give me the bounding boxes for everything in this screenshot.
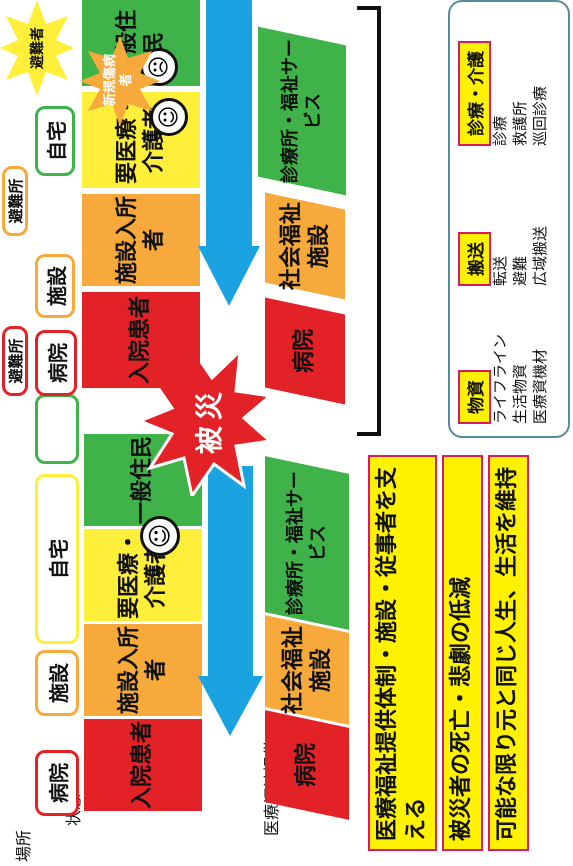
tile-inpatient-after: 入院患者 xyxy=(82,292,200,388)
needs-transport-item-1: 避難 xyxy=(511,255,529,286)
tag-home-after: 自宅 xyxy=(35,106,75,176)
tile-welfare-facility: 社会福祉施設 xyxy=(265,615,349,725)
disaster-label: 被災 xyxy=(193,386,226,455)
needs-care-item-1: 救護所 xyxy=(511,100,529,146)
evacuees-burst-icon xyxy=(0,0,74,96)
tile-welfare-facility-after: 社会福祉施設 xyxy=(265,192,345,300)
tile-clinic-welfare: 診療所・福祉サービス xyxy=(265,456,349,630)
tag-facility-after: 施設 xyxy=(35,254,75,318)
tag-hospital-after: 病院 xyxy=(35,330,77,396)
new-casualties-label: 新規傷病者 xyxy=(103,54,134,107)
goal-maintain-life: 可能な限り元と同じ人生、生活を維持 xyxy=(488,455,529,851)
tag-home: 自宅 xyxy=(35,474,79,644)
tile-hospital-supply: 病院 xyxy=(265,710,349,820)
smiley-icon: ☺ xyxy=(140,516,180,556)
needs-transport-title: 搬送 xyxy=(458,232,491,286)
tag-evac-site-a: 避難所 xyxy=(2,326,28,396)
arrow-up-icon xyxy=(198,466,263,736)
tile-hospital-supply-text: 病院 xyxy=(294,743,320,788)
tag-hospital: 病院 xyxy=(35,750,79,816)
tile-hospital-after-text: 病院 xyxy=(292,329,318,374)
tile-welfare-facility-after-text: 社会福祉施設 xyxy=(278,202,332,291)
goal-support-system: 医療福祉提供体制・施設・従事者を支える xyxy=(368,455,438,851)
tile-facility-residents-after: 施設入所者 xyxy=(82,194,200,286)
tile-clinic-welfare-text: 診療所・福祉サービス xyxy=(284,471,329,615)
needs-transport-item-2: 広域搬送 xyxy=(531,225,549,286)
tag-facility: 施設 xyxy=(35,650,79,716)
label-place: 場所 xyxy=(14,829,33,862)
tile-welfare-facility-text: 社会福祉施設 xyxy=(280,626,334,715)
needs-supplies-item-0: ライフライン xyxy=(491,333,509,424)
bracket-line xyxy=(357,6,381,436)
needs-care-item-2: 巡回診療 xyxy=(531,85,549,146)
needs-supplies-title: 物資 xyxy=(458,370,491,424)
needs-care-item-0: 診療 xyxy=(491,115,509,146)
goal-reduce-deaths: 被災者の死亡・悲劇の低減 xyxy=(442,455,483,851)
new-casualties-burst-icon xyxy=(80,36,160,126)
tile-clinic-welfare-after-text: 診療所・福祉サービス xyxy=(279,39,324,183)
needs-supplies-item-1: 生活物資 xyxy=(511,363,529,424)
tile-facility-residents: 施設入所者 xyxy=(84,624,202,716)
tile-hospital-after: 病院 xyxy=(265,297,345,405)
evacuees-label: 避難者 xyxy=(30,27,46,69)
tag-evac-site-b: 避難所 xyxy=(2,166,28,236)
needs-supplies-item-2: 医療資機材 xyxy=(531,348,549,424)
arrow-up-after-icon xyxy=(198,0,260,306)
tile-inpatient: 入院患者 xyxy=(84,719,202,811)
needs-transport-item-0: 転送 xyxy=(491,255,509,286)
needs-care-title: 診療・介護 xyxy=(458,41,491,146)
tile-clinic-welfare-after: 診療所・福祉サービス xyxy=(258,26,346,196)
tag-home-green xyxy=(35,394,79,464)
